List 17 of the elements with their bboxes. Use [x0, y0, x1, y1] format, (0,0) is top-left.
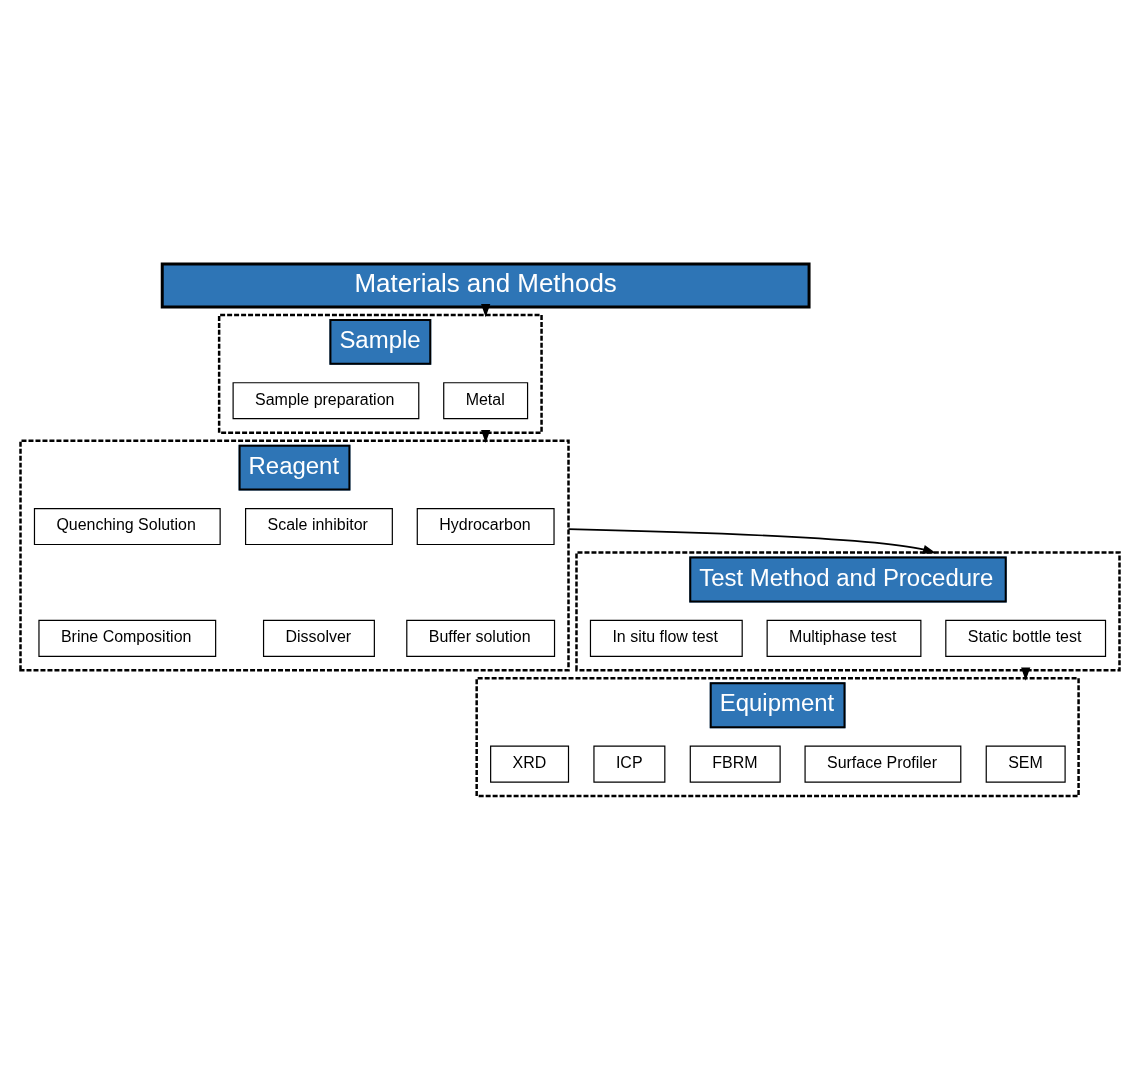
- node-box: SEM: [985, 745, 1066, 783]
- node-box: Dissolver: [262, 619, 375, 657]
- node-box: Sample preparation: [232, 382, 420, 420]
- node-box: ICP: [593, 745, 666, 783]
- node-box: XRD: [490, 745, 570, 783]
- node-box: Hydrocarbon: [416, 507, 555, 546]
- node-box: Multiphase test: [766, 619, 922, 657]
- node-box: Metal: [443, 382, 529, 420]
- node-box: Surface Profiler: [804, 745, 962, 783]
- node-box: Quenching Solution: [33, 507, 221, 546]
- node-box: Scale inhibitor: [245, 507, 393, 546]
- node-box: Static bottle test: [945, 619, 1107, 657]
- node-box: Brine Composition: [38, 619, 217, 657]
- node-box: In situ flow test: [589, 619, 743, 657]
- node-box: FBRM: [689, 745, 781, 783]
- node-box: Buffer solution: [406, 619, 556, 657]
- arrow: [567, 528, 937, 554]
